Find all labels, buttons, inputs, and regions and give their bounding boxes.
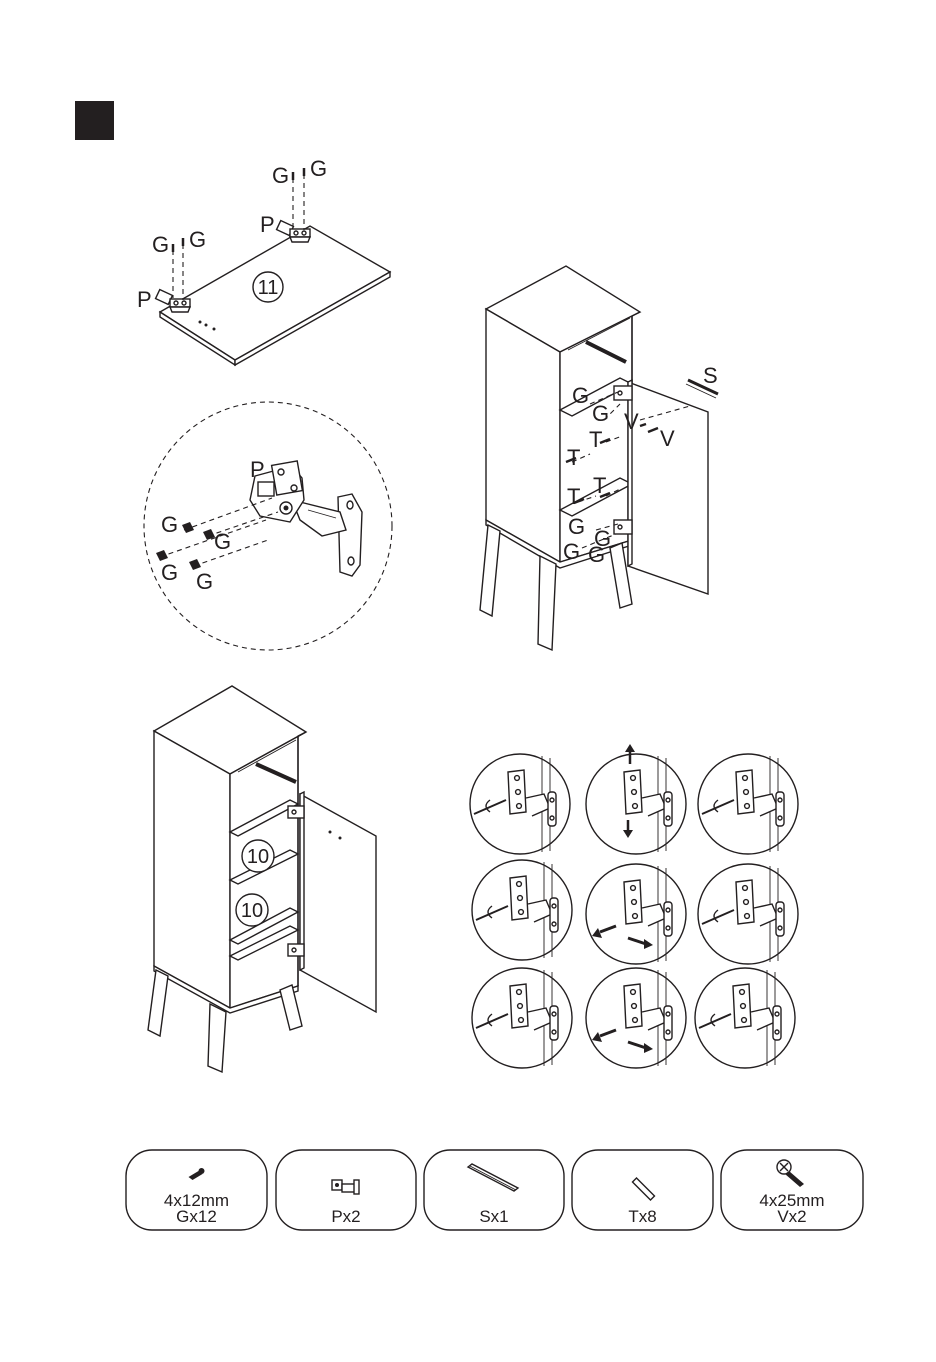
panel-board-hinges: 11 G G G G P (137, 156, 390, 365)
hardware-quantity: Vx2 (777, 1207, 806, 1226)
label-g: G (161, 560, 178, 585)
panel-cabinet-door-assembly: S G G V V T T T T G G G G (480, 266, 718, 650)
hardware-quantity: Px2 (331, 1207, 360, 1226)
cabinet-door (628, 382, 708, 594)
hinge-adjust-detail (586, 744, 686, 854)
detail-hinge-closeup: P G G G G (144, 402, 392, 650)
hinge-left (156, 290, 190, 312)
panel-cabinet-shelves: 10 10 (148, 686, 376, 1072)
label-t: T (567, 484, 580, 509)
label-t: T (589, 427, 602, 452)
hinge-adjust-detail (472, 860, 572, 960)
step-badge (75, 101, 114, 140)
label-g: G (272, 163, 289, 188)
label-g: G (572, 383, 589, 408)
part-number-label: 11 (258, 277, 279, 299)
label-t: T (567, 445, 580, 470)
hinge-adjust-detail (586, 864, 686, 964)
shelf-number-label: 10 (241, 900, 263, 922)
label-g: G (588, 542, 605, 567)
hinge-adjust-detail (695, 968, 795, 1068)
label-s: S (703, 363, 718, 388)
label-g: G (196, 569, 213, 594)
label-v: V (624, 409, 639, 434)
hinge-adjust-detail (586, 968, 686, 1068)
label-g: G (152, 232, 169, 257)
label-g: G (568, 514, 585, 539)
hardware-quantity: Gx12 (176, 1207, 217, 1226)
label-p: P (250, 457, 265, 482)
hardware-item: Tx8 (572, 1150, 713, 1230)
hinge-adjust-detail (472, 968, 572, 1068)
hinge-adjust-detail (698, 754, 798, 854)
label-g: G (161, 512, 178, 537)
hinge-adjust-detail (470, 754, 570, 854)
cabinet-door (300, 794, 376, 1012)
label-g: G (310, 156, 327, 181)
label-g: G (592, 401, 609, 426)
label-g: G (214, 529, 231, 554)
hinge-adjust-detail (698, 864, 798, 964)
label-p: P (137, 287, 152, 312)
label-t: T (593, 473, 606, 498)
hardware-item: Sx1 (424, 1150, 564, 1230)
label-v: V (660, 426, 675, 451)
hardware-item: Px2 (276, 1150, 416, 1230)
hinge-adjustment-grid (470, 744, 798, 1068)
shelf-number-label: 10 (247, 846, 269, 868)
label-g: G (189, 227, 206, 252)
label-g: G (563, 539, 580, 564)
hardware-quantity: Tx8 (628, 1207, 656, 1226)
hardware-quantity: Sx1 (479, 1207, 508, 1226)
label-p: P (260, 212, 275, 237)
